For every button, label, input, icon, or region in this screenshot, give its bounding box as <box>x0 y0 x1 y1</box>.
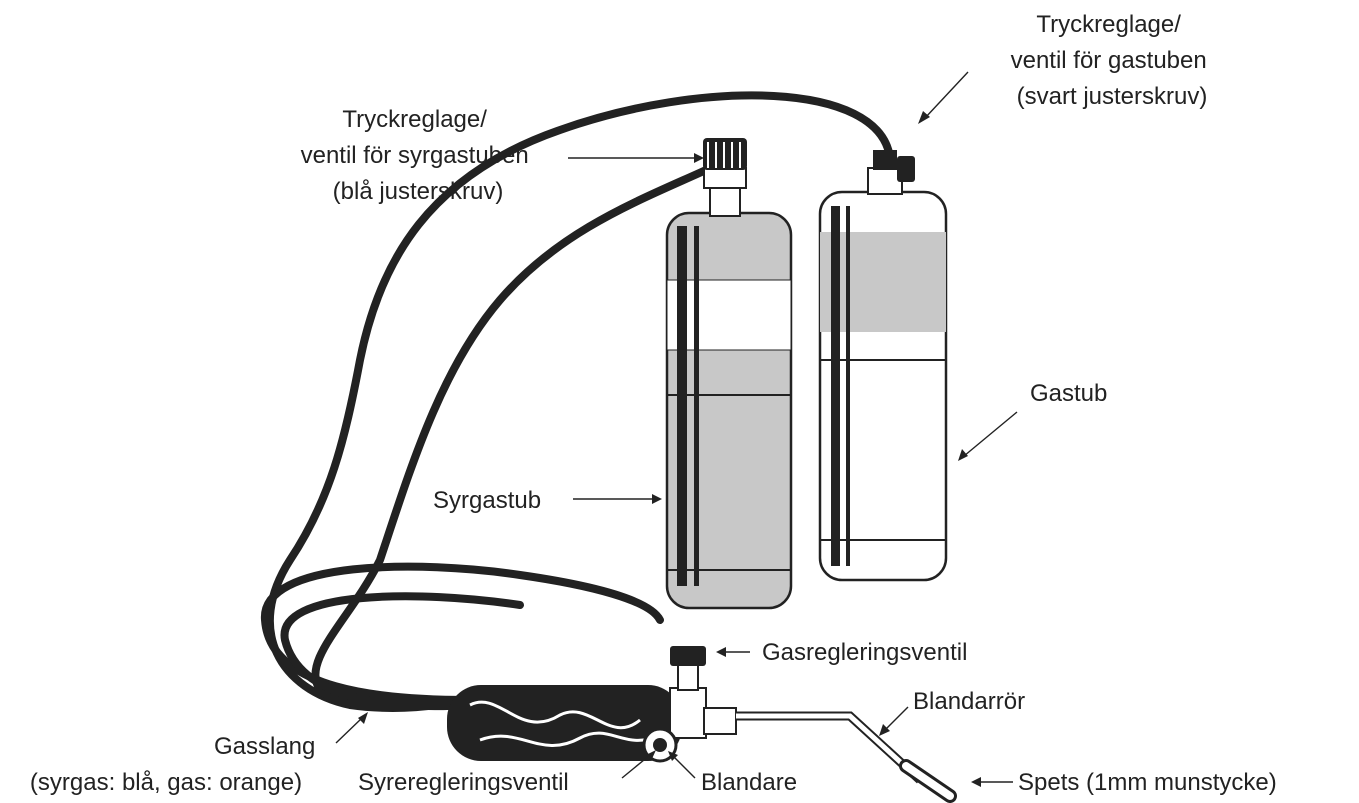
mixer-label: Blandare <box>701 769 797 796</box>
oxygen-cylinder <box>667 138 791 608</box>
tip-label: Spets (1mm munstycke) <box>1018 769 1277 796</box>
oxygen-control-valve-label: Syreregleringsventil <box>358 769 569 796</box>
gas-control-valve-label: Gasregleringsventil <box>762 639 967 666</box>
gas-cylinder-label: Gastub <box>1030 380 1107 407</box>
hose-label: Gasslang (syrgas: blå, gas: orange) <box>30 733 322 796</box>
mixing-tube-label: Blandarrör <box>913 688 1025 715</box>
gas-cylinder <box>820 150 946 580</box>
oxygen-regulator-label: Tryckreglage/ ventil för syrgastuben (bl… <box>301 106 536 205</box>
oxygen-cylinder-label: Syrgastub <box>433 487 541 514</box>
gas-regulator-label: Tryckreglage/ ventil för gastuben (svart… <box>1011 11 1214 110</box>
